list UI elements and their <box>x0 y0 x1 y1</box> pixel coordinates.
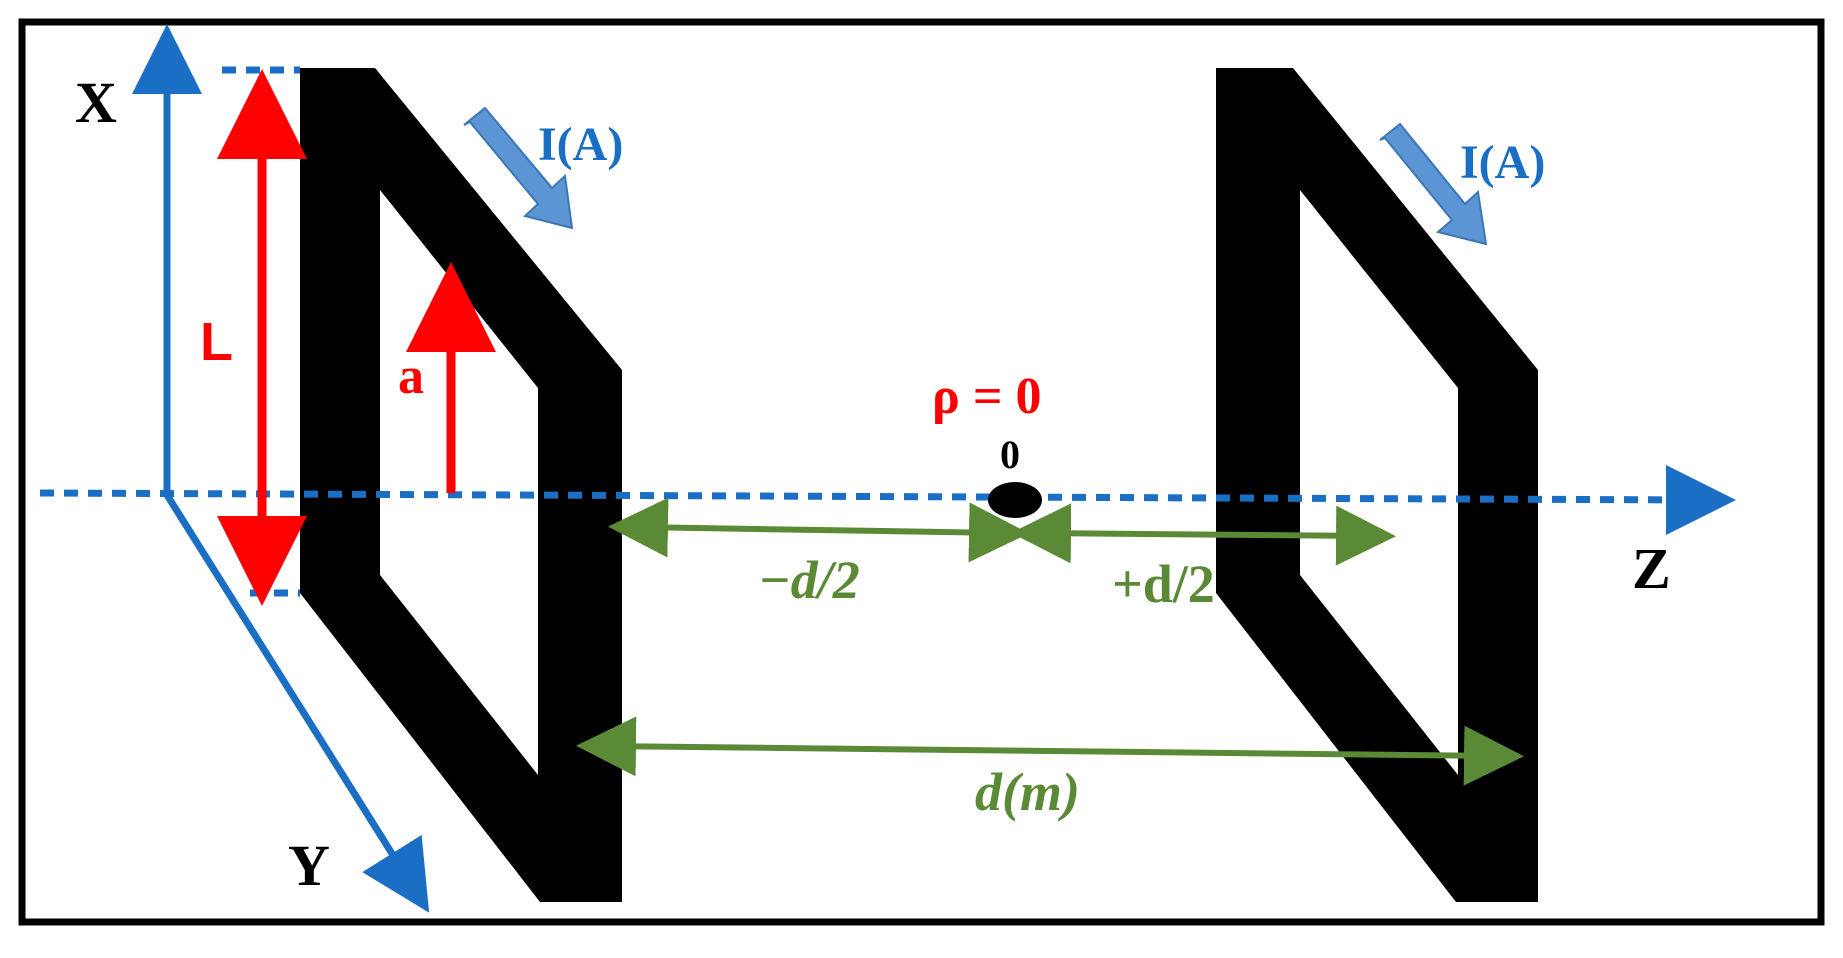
distance-d-label: d(m) <box>975 762 1080 822</box>
y-axis-line <box>164 493 430 913</box>
plus-half-d-label: +d/2 <box>1112 554 1215 614</box>
plus-half-d-arrow <box>1011 503 1396 566</box>
current-right-label: I(A) <box>1460 136 1545 189</box>
outer-frame <box>18 18 1825 926</box>
origin-label: 0 <box>1000 432 1020 477</box>
z-axis-dotted-line <box>39 489 1701 504</box>
filled-ellipse-icon <box>988 482 1042 518</box>
rho-zero-label: ρ = 0 <box>932 368 1041 425</box>
radius-a-label: a <box>398 348 424 405</box>
arrow-down-right-icon <box>1379 122 1488 246</box>
y-axis-label: Y <box>288 833 330 898</box>
right-coil <box>1216 68 1538 902</box>
minus-half-d-arrow <box>608 497 1029 563</box>
arrow-down-right-icon <box>463 106 574 230</box>
z-axis-label: Z <box>1632 536 1671 601</box>
current-left-label: I(A) <box>538 118 623 171</box>
distance-d-arrow <box>576 716 1524 786</box>
left-coil <box>300 68 622 902</box>
x-axis-label: X <box>75 70 117 135</box>
length-L-label: L <box>200 312 233 372</box>
minus-half-d-label: −d/2 <box>758 550 860 610</box>
